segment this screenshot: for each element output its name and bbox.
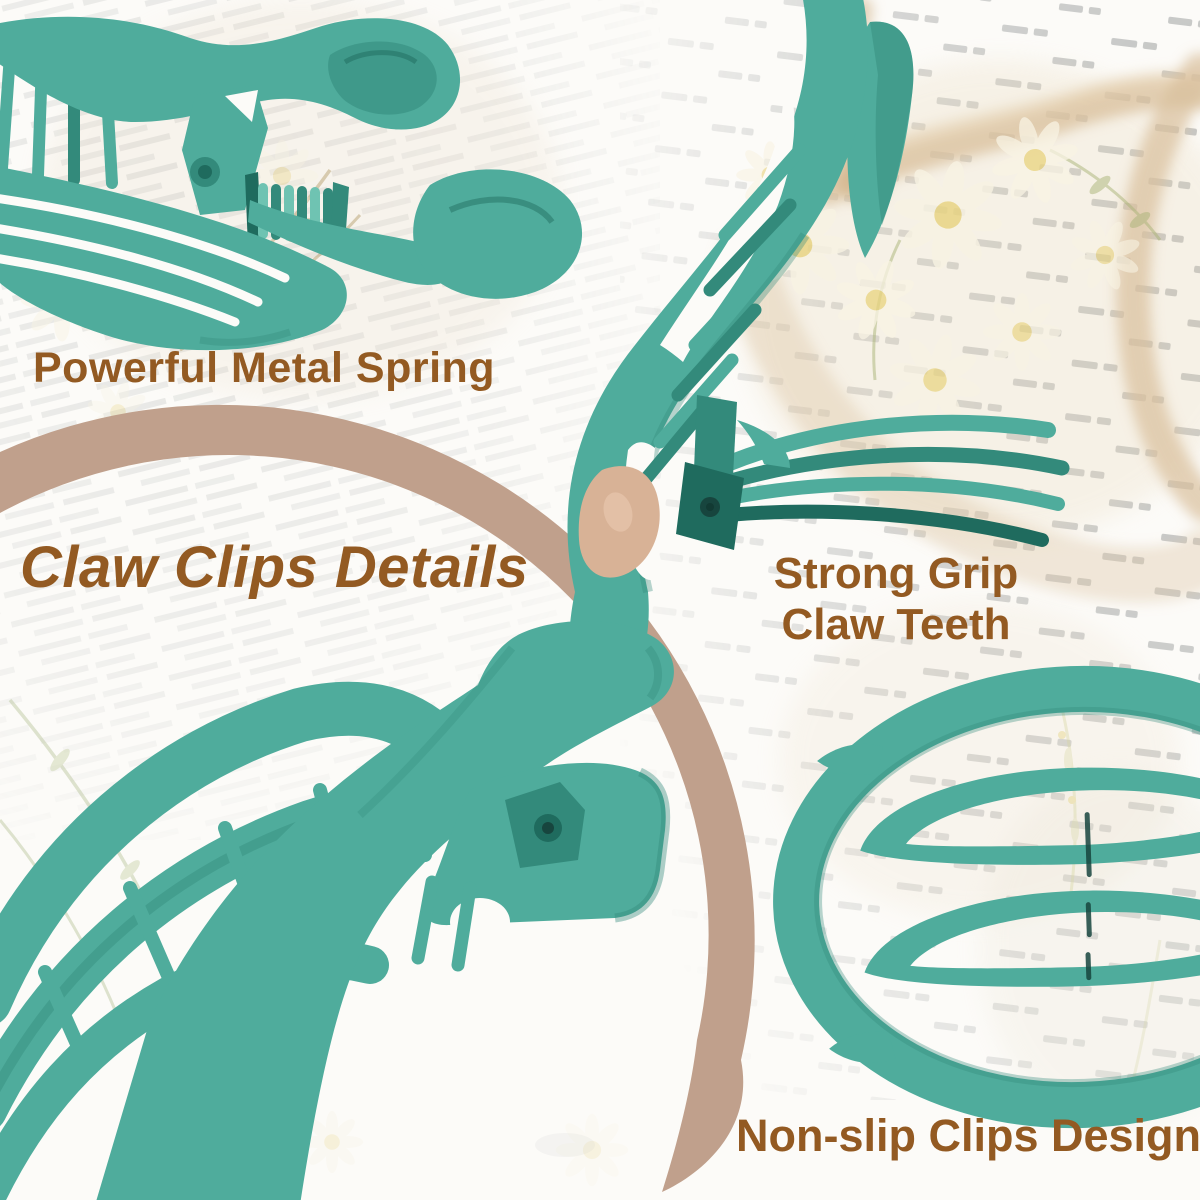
caption-strong-grip-line1: Strong Grip [773, 549, 1019, 598]
caption-metal-spring: Powerful Metal Spring [33, 344, 496, 392]
caption-non-slip: Non-slip Clips Design [736, 1110, 1200, 1161]
flat-clip-closeup-photo [0, 621, 674, 1200]
caption-strong-grip: Strong Grip Claw Teeth [700, 548, 1092, 650]
daisy-flowers [20, 99, 1154, 1187]
claw-clip-strong-grip-photo [567, 0, 1070, 706]
fingertip [578, 466, 660, 578]
page-title: Claw Clips Details [20, 535, 529, 600]
caption-strong-grip-line2: Claw Teeth [781, 600, 1011, 650]
duckbill-clip-photo [0, 16, 583, 351]
oval-clip-photo [773, 665, 1200, 1129]
